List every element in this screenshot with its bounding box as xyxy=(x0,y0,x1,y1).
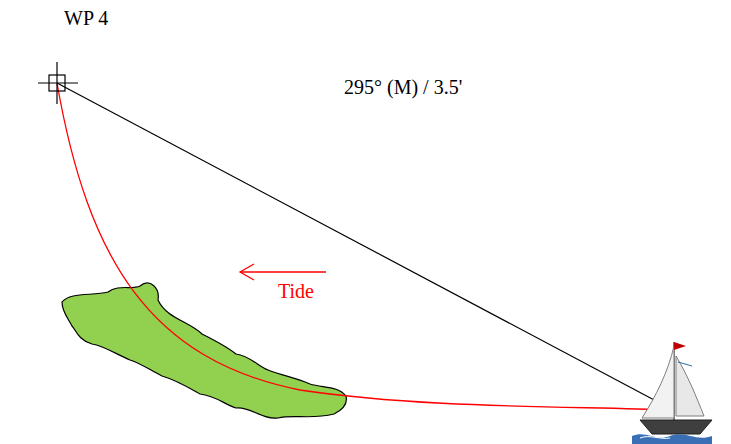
island xyxy=(62,283,346,418)
waypoint-label: WP 4 xyxy=(64,6,108,30)
tide-label: Tide xyxy=(278,279,314,303)
course-line xyxy=(57,83,673,410)
course-label: 295° (M) / 3.5' xyxy=(344,75,462,99)
tide-arrow xyxy=(240,264,326,280)
ground-track xyxy=(57,83,673,410)
yacht-picture xyxy=(632,342,712,444)
waypoint-symbol xyxy=(38,62,78,104)
